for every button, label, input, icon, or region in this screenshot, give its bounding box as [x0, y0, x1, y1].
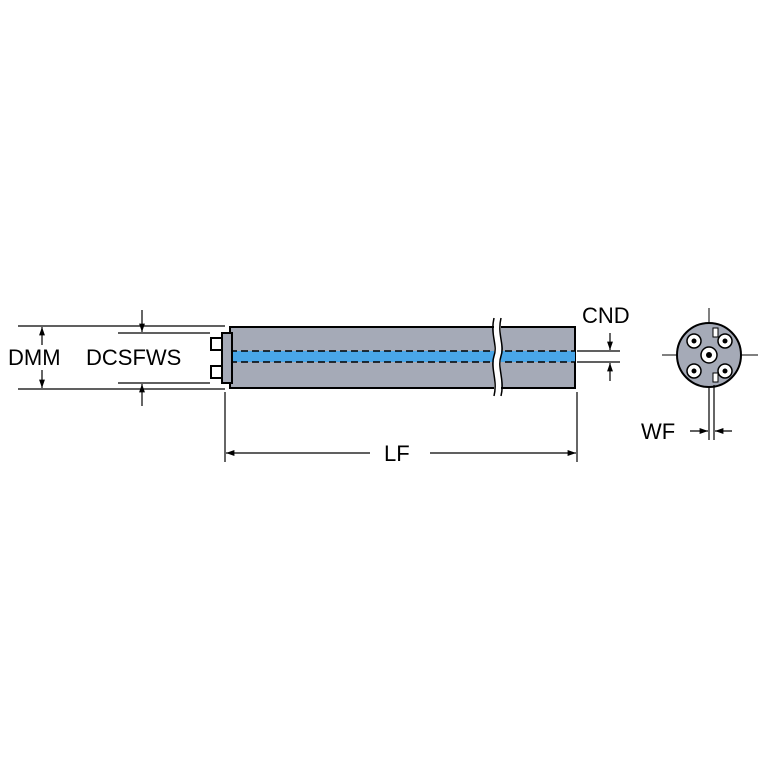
cnd-label: CND: [582, 303, 630, 328]
clamp-screw-icon: [210, 337, 223, 351]
break-line-right: [499, 317, 503, 397]
dmm-dimension: DMM: [8, 325, 225, 390]
dmm-label: DMM: [8, 345, 61, 370]
clamp-screw-icon: [210, 365, 223, 379]
break-line-left: [492, 317, 496, 397]
front-view-icon: [662, 308, 758, 402]
cnd-dimension: CND: [577, 303, 630, 381]
dcsfws-label: DCSFWS: [86, 345, 181, 370]
shank-side-view: [210, 317, 576, 397]
dcsfws-dimension: DCSFWS: [86, 310, 210, 406]
break-gap: [494, 322, 501, 394]
clamp-plate: [221, 332, 233, 384]
wf-dimension: WF: [641, 385, 732, 444]
lf-dimension: LF: [224, 392, 578, 466]
lf-label: LF: [384, 441, 410, 466]
coolant-channel: [230, 351, 575, 362]
wf-label: WF: [641, 419, 675, 444]
